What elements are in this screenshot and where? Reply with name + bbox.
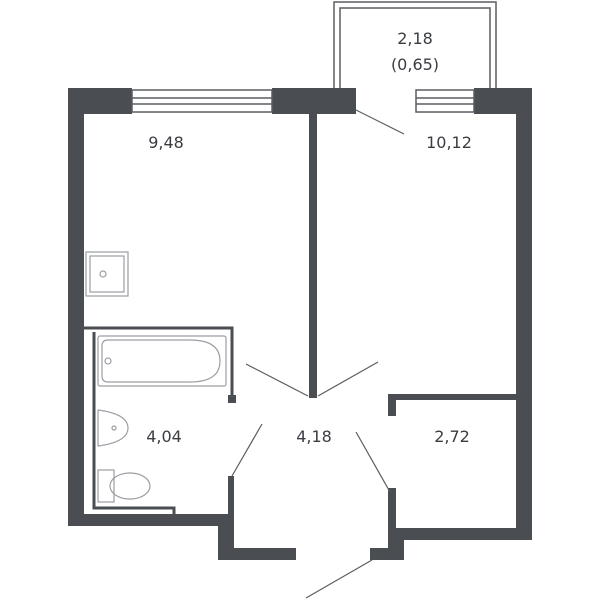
bathtub-icon xyxy=(97,335,227,387)
storage-wall-top xyxy=(388,394,518,400)
wall-bottom-right xyxy=(388,528,532,540)
wall-bottom-foot xyxy=(218,548,296,560)
washbasin-icon xyxy=(97,409,129,447)
interior-walls xyxy=(228,106,518,530)
window-left xyxy=(131,89,273,113)
windows xyxy=(131,89,475,113)
kitchen-sink-icon xyxy=(85,251,129,297)
area-label-balcony: 2,18 xyxy=(397,29,433,48)
door-storage xyxy=(355,431,391,493)
wall-right xyxy=(516,88,532,540)
storage-wall-left xyxy=(388,394,396,416)
window-right xyxy=(415,89,475,113)
bathroom-outline xyxy=(84,326,234,514)
bath-wall-lower xyxy=(228,476,234,516)
wall-bottom-left xyxy=(68,514,234,526)
door-left-room xyxy=(245,363,309,397)
bath-wall-stub xyxy=(228,395,236,403)
room-labels: 2,18 (0,65) 9,48 10,12 4,04 4,18 2,72 xyxy=(146,29,472,446)
wall-left xyxy=(68,88,84,526)
door-swings xyxy=(231,109,405,599)
storage-wall-lower xyxy=(388,488,396,530)
balcony-outline xyxy=(333,1,497,88)
exterior-walls xyxy=(68,88,532,560)
wall-entrance-foot xyxy=(370,548,404,560)
area-label-bathroom: 4,04 xyxy=(146,427,182,446)
wall-top-left xyxy=(68,88,132,114)
toilet-icon xyxy=(97,469,151,503)
area-label-right-room: 10,12 xyxy=(426,133,472,152)
fixtures xyxy=(85,251,227,503)
door-bathroom xyxy=(231,423,263,477)
partition-center xyxy=(309,106,317,398)
door-entrance xyxy=(305,559,373,599)
door-right-room xyxy=(317,361,379,397)
area-label-hall: 4,18 xyxy=(296,427,332,446)
area-sublabel-balcony: (0,65) xyxy=(391,55,439,74)
door-balcony xyxy=(355,109,405,135)
area-label-left-room: 9,48 xyxy=(148,133,184,152)
area-label-storage: 2,72 xyxy=(434,427,470,446)
